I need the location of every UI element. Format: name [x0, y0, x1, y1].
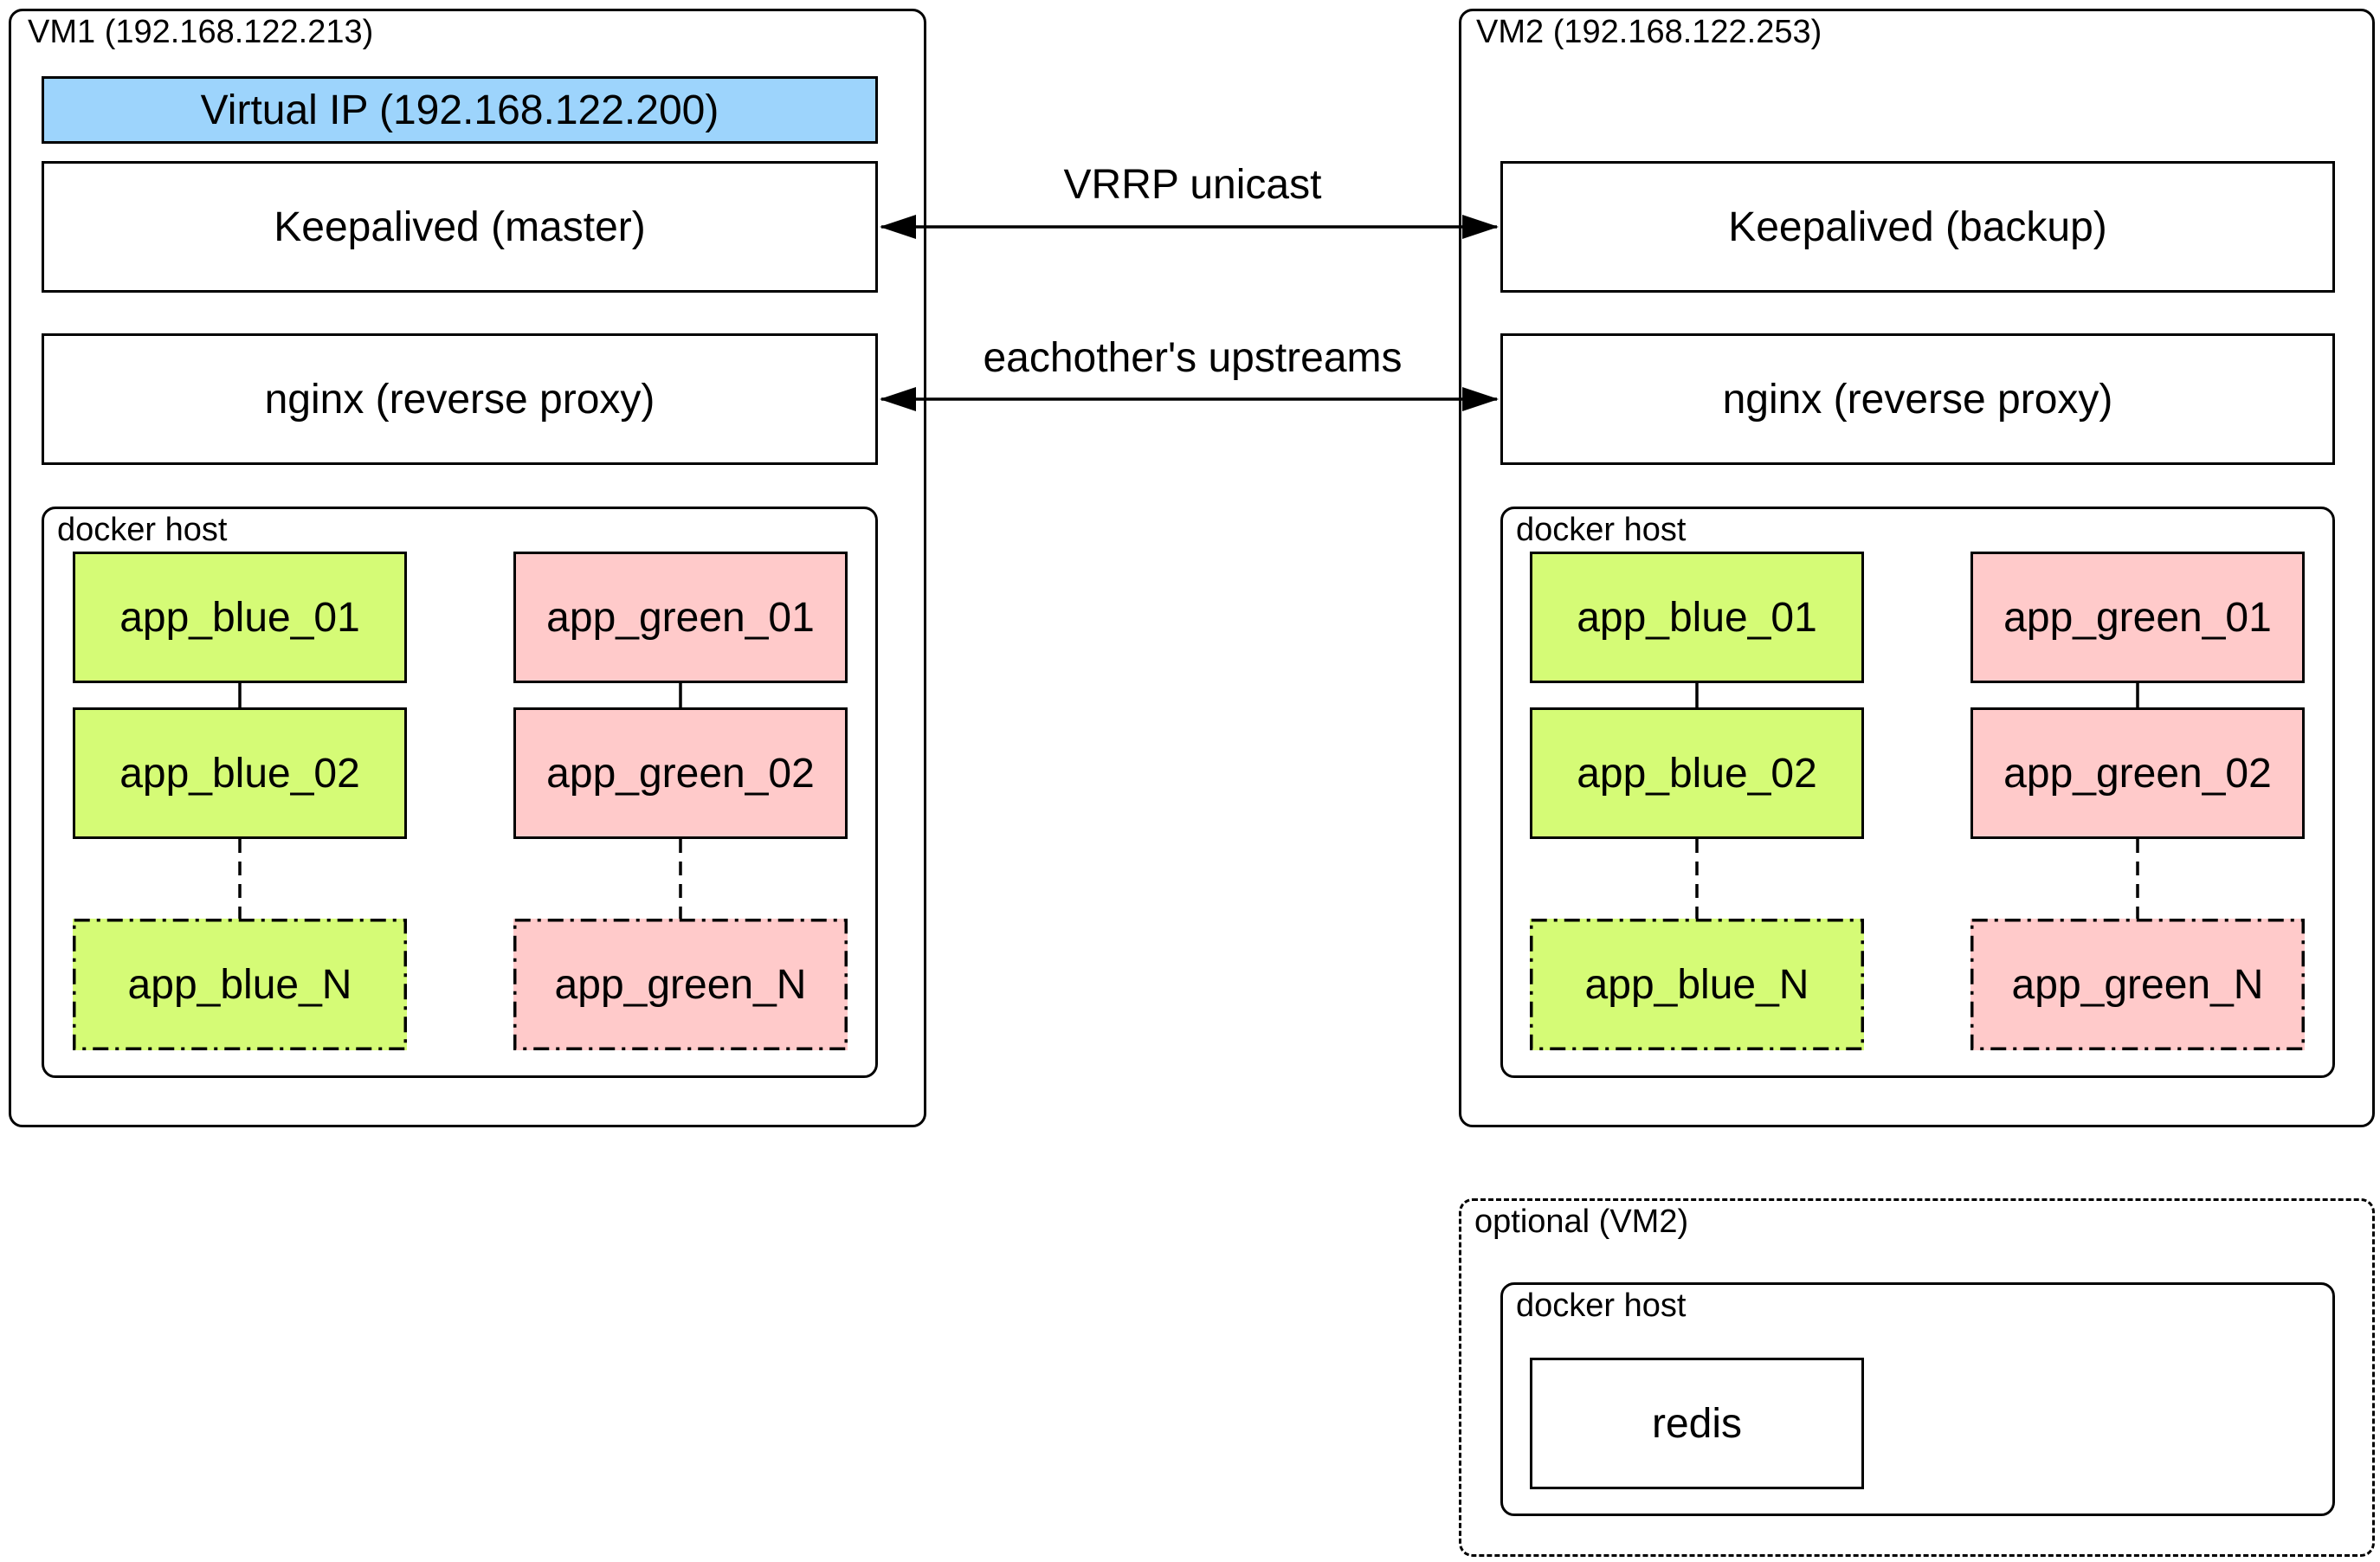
- optional-vm2-title: optional (VM2): [1474, 1204, 1689, 1240]
- vm2-keepalived-box: Keepalived (backup): [1500, 161, 2335, 293]
- vm1-app-green-02: app_green_02: [513, 707, 848, 839]
- vm1-app-blue-n: app_blue_N: [73, 919, 407, 1050]
- app-label: app_blue_N: [127, 961, 352, 1008]
- optional-docker-host-title: docker host: [1516, 1288, 1687, 1324]
- dash-dot-border: [1530, 919, 1864, 1050]
- vm1-keepalived-box: Keepalived (master): [42, 161, 878, 293]
- app-label: app_green_N: [554, 961, 807, 1008]
- dash-dot-border: [513, 919, 848, 1050]
- vm2-app-green-01: app_green_01: [1970, 552, 2305, 683]
- vm1-nginx-box: nginx (reverse proxy): [42, 333, 878, 465]
- vm2-docker-host: [1500, 507, 2335, 1078]
- vm1-frame: [9, 9, 926, 1127]
- vm2-title: VM2 (192.168.122.253): [1476, 14, 1822, 50]
- optional-docker-host: [1500, 1282, 2335, 1516]
- vm2-app-green-02: app_green_02: [1970, 707, 2305, 839]
- app-label: app_green_N: [2011, 961, 2264, 1008]
- virtual-ip-box: Virtual IP (192.168.122.200): [42, 76, 878, 144]
- vrrp-unicast-arrow: [880, 215, 1499, 239]
- upstreams-label: eachother's upstreams: [983, 335, 1403, 381]
- vm1-title: VM1 (192.168.122.213): [28, 14, 374, 50]
- redis-box: redis: [1530, 1358, 1864, 1489]
- vm2-frame: [1459, 9, 2375, 1127]
- vm1-docker-host-title: docker host: [57, 512, 228, 548]
- vm2-app-green-n: app_green_N: [1970, 919, 2305, 1050]
- vm1-app-blue-01: app_blue_01: [73, 552, 407, 683]
- vm2-app-blue-01: app_blue_01: [1530, 552, 1864, 683]
- dash-dot-border: [73, 919, 407, 1050]
- vm2-app-blue-02: app_blue_02: [1530, 707, 1864, 839]
- vm1-docker-host: [42, 507, 878, 1078]
- upstreams-arrow: [880, 387, 1499, 411]
- optional-vm2-frame: [1459, 1198, 2375, 1557]
- vm1-app-green-01: app_green_01: [513, 552, 848, 683]
- dash-dot-border: [1970, 919, 2305, 1050]
- vm1-app-blue-02: app_blue_02: [73, 707, 407, 839]
- vm2-docker-host-title: docker host: [1516, 512, 1687, 548]
- app-label: app_blue_N: [1584, 961, 1809, 1008]
- vm2-app-blue-n: app_blue_N: [1530, 919, 1864, 1050]
- vm1-app-green-n: app_green_N: [513, 919, 848, 1050]
- vrrp-unicast-label: VRRP unicast: [1063, 162, 1322, 208]
- vm2-nginx-box: nginx (reverse proxy): [1500, 333, 2335, 465]
